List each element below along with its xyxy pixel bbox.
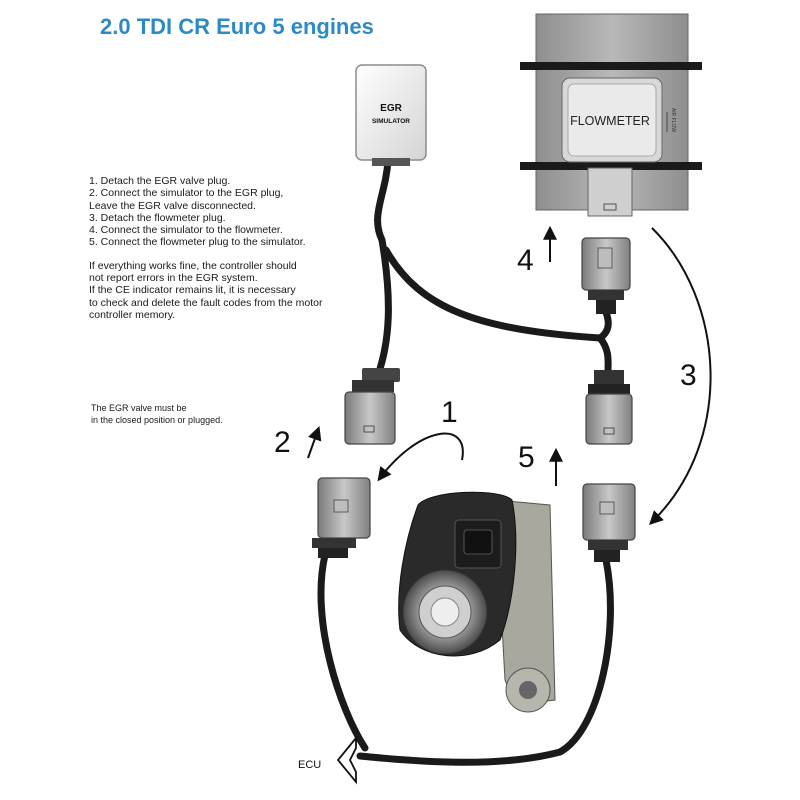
note-line-1: If everything works fine, the controller… xyxy=(89,259,297,272)
cable-junction-to-fm-connector xyxy=(596,334,612,376)
egr-simulator-connector xyxy=(344,368,400,445)
flowmeter: FLOWMETER AIR FLOW xyxy=(520,13,702,217)
egr-simulator: EGR SIMULATOR xyxy=(355,64,427,166)
step-number-3: 3 xyxy=(680,359,697,392)
instructions-block: 1. Detach the EGR valve plug. 2. Connect… xyxy=(89,175,389,321)
step-number-2: 2 xyxy=(274,426,291,459)
egr-plug-connector xyxy=(312,477,371,558)
instruction-step-2-note: Leave the EGR valve disconnected. xyxy=(89,199,256,212)
arrow-step-3 xyxy=(649,227,712,525)
egr-note-line-2: in the closed position or plugged. xyxy=(91,414,223,425)
note-line-4: to check and delete the fault codes from… xyxy=(89,296,323,309)
instruction-step-4: 4. Connect the simulator to the flowmete… xyxy=(89,224,283,237)
ecu-arrow-icon xyxy=(336,735,357,785)
note-line-2: not report errors in the EGR system. xyxy=(89,272,258,285)
flowmeter-label: FLOWMETER xyxy=(570,114,650,128)
arrow-step-2 xyxy=(307,426,322,459)
step-number-5: 5 xyxy=(518,441,535,474)
cable-junction-to-fm-plug xyxy=(596,308,612,342)
simulator-label-line1: EGR xyxy=(380,103,402,114)
instruction-step-3: 3. Detach the flowmeter plug. xyxy=(89,211,226,224)
instruction-step-5: 5. Connect the flowmeter plug to the sim… xyxy=(89,236,306,249)
instruction-step-1: 1. Detach the EGR valve plug. xyxy=(89,175,231,187)
cables xyxy=(317,156,614,766)
flow-arrows xyxy=(307,225,712,525)
egr-valve-note: The EGR valve must be in the closed posi… xyxy=(91,403,291,426)
step-number-1: 1 xyxy=(441,396,458,429)
egr-valve xyxy=(398,491,556,713)
page-title: 2.0 TDI CR Euro 5 engines xyxy=(100,14,374,39)
instruction-step-2: 2. Connect the simulator to the EGR plug… xyxy=(89,187,284,200)
air-flow-label: AIR FLOW xyxy=(670,108,676,132)
fm-plug-to-ecu-cable xyxy=(356,556,614,766)
flowmeter-plug-connector xyxy=(581,237,631,314)
ecu-label: ECU xyxy=(298,759,321,771)
step-number-4: 4 xyxy=(517,244,534,277)
cable-to-egr-connector xyxy=(374,236,392,379)
arrow-step-1 xyxy=(377,432,464,482)
fm-ecu-plug-connector xyxy=(582,483,636,562)
egr-note-line-1: The EGR valve must be xyxy=(91,403,187,413)
note-line-3: If the CE indicator remains lit, it is n… xyxy=(89,284,296,297)
flowmeter-simulator-connector xyxy=(585,370,633,445)
simulator-label-line2: SIMULATOR xyxy=(372,118,410,125)
egr-plug-to-ecu-cable xyxy=(317,551,369,752)
simulator-cable xyxy=(374,156,392,244)
note-line-5: controller memory. xyxy=(89,308,176,321)
cable-to-junction xyxy=(382,246,604,342)
